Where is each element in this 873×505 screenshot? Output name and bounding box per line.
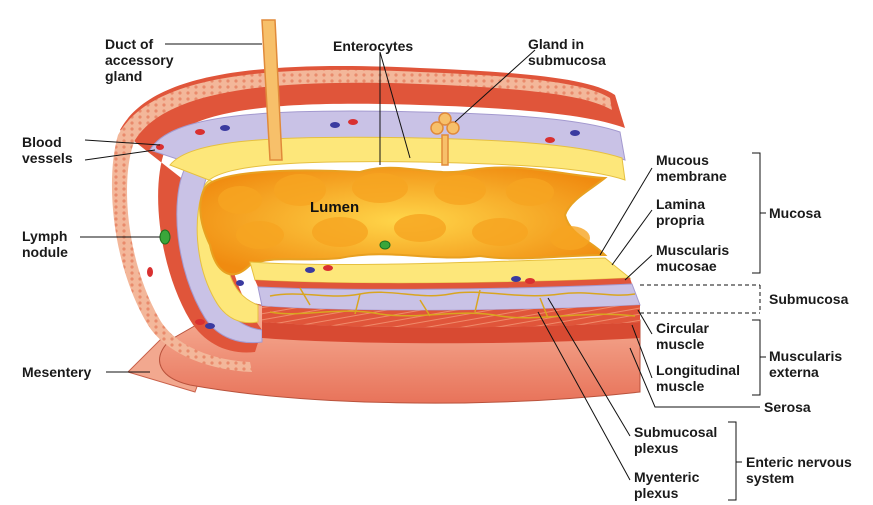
- label-myenteric-plexus: Myenteric plexus: [634, 469, 699, 501]
- mucous-label-line1: Mucous: [656, 152, 727, 168]
- muscularis-externa-line2: externa: [769, 364, 842, 380]
- duct-label-line2: accessory: [105, 52, 174, 68]
- group-brackets: [728, 153, 766, 500]
- group-muscularis-externa: Muscularis externa: [769, 348, 842, 380]
- label-mucous-membrane: Mucous membrane: [656, 152, 727, 184]
- lymph-label-line1: Lymph: [22, 228, 68, 244]
- lymph-label-line2: nodule: [22, 244, 68, 260]
- duct-label-line3: gland: [105, 68, 174, 84]
- lymph-nodule-2: [380, 241, 390, 249]
- blood-label-line1: Blood: [22, 134, 73, 150]
- label-longitudinal-muscle: Longitudinal muscle: [656, 362, 740, 394]
- lymph-nodule: [160, 230, 170, 244]
- longitudinal-label-line1: Longitudinal: [656, 362, 740, 378]
- duct-label-line1: Duct of: [105, 36, 174, 52]
- group-enteric-nervous-system: Enteric nervous system: [746, 454, 852, 486]
- label-muscularis-mucosae: Muscularis mucosae: [656, 242, 729, 274]
- label-lamina-propria: Lamina propria: [656, 196, 705, 228]
- enteric-line1: Enteric nervous: [746, 454, 852, 470]
- myenteric-label-line1: Myenteric: [634, 469, 699, 485]
- label-submucosal-plexus: Submucosal plexus: [634, 424, 717, 456]
- label-enterocytes: Enterocytes: [333, 38, 413, 54]
- label-lumen: Lumen: [310, 200, 359, 216]
- blood-label-line2: vessels: [22, 150, 73, 166]
- muscularis-mucosae-label-line1: Muscularis: [656, 242, 729, 258]
- submucosal-label-line2: plexus: [634, 440, 717, 456]
- mucous-label-line2: membrane: [656, 168, 727, 184]
- label-lymph-nodule: Lymph nodule: [22, 228, 68, 260]
- submucosal-label-line1: Submucosal: [634, 424, 717, 440]
- enteric-line2: system: [746, 470, 852, 486]
- group-submucosa: Submucosa: [769, 291, 848, 307]
- label-gland-in-submucosa: Gland in submucosa: [528, 36, 606, 68]
- label-blood-vessels: Blood vessels: [22, 134, 73, 166]
- circular-label-line2: muscle: [656, 336, 709, 352]
- gland-label-line1: Gland in: [528, 36, 606, 52]
- lamina-label-line2: propria: [656, 212, 705, 228]
- myenteric-label-line2: plexus: [634, 485, 699, 501]
- muscularis-externa-line1: Muscularis: [769, 348, 842, 364]
- muscularis-mucosae-label-line2: mucosae: [656, 258, 729, 274]
- label-serosa: Serosa: [764, 399, 811, 415]
- group-mucosa: Mucosa: [769, 205, 821, 221]
- gland-label-line2: submucosa: [528, 52, 606, 68]
- circular-label-line1: Circular: [656, 320, 709, 336]
- label-duct-accessory-gland: Duct of accessory gland: [105, 36, 174, 84]
- label-circular-muscle: Circular muscle: [656, 320, 709, 352]
- longitudinal-label-line2: muscle: [656, 378, 740, 394]
- lamina-label-line1: Lamina: [656, 196, 705, 212]
- submucosa-dashes: [640, 285, 760, 313]
- label-mesentery: Mesentery: [22, 364, 91, 380]
